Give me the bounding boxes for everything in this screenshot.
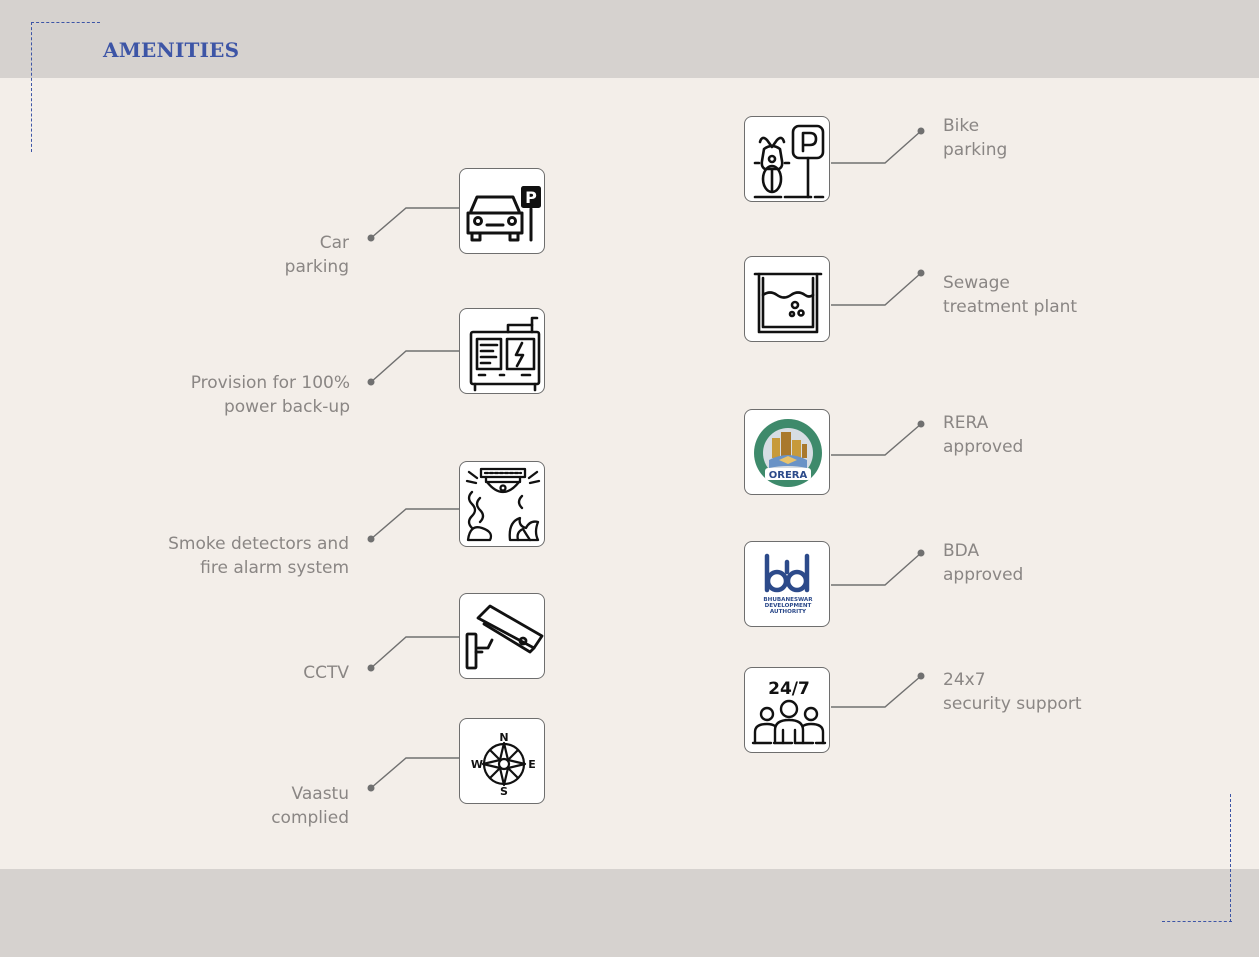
connector-dot (917, 549, 925, 557)
connector-car-parking (370, 207, 460, 239)
bda-logo-line: BHUBANESWAR (763, 597, 813, 603)
amenity-card-bike-parking (744, 116, 830, 202)
amenity-label-cctv: CCTV (303, 663, 349, 683)
amenity-card-cctv (459, 593, 545, 679)
connector-cctv (370, 636, 460, 669)
rera-logo-text: ORERA (769, 470, 808, 481)
amenity-label-smoke-detector: Smoke detectors and fire alarm system (168, 534, 349, 578)
parking-sign-letter: P (525, 188, 537, 207)
amenity-label-vaastu: Vaastu complied (271, 784, 349, 828)
corner-decoration-top (31, 22, 100, 23)
connector-dot (367, 664, 375, 672)
amenity-label-security: 24x7 security support (943, 670, 1082, 714)
connector-sewage (831, 272, 922, 306)
amenity-label-bike-parking: Bike parking (943, 116, 1008, 160)
amenity-card-smoke-detector (459, 461, 545, 547)
bike-parking-icon (753, 124, 825, 199)
amenity-label-sewage: Sewage treatment plant (943, 273, 1078, 317)
sewage-tank-icon (753, 272, 823, 334)
corner-decoration-right (1230, 794, 1231, 922)
footer-band (0, 869, 1259, 957)
compass-east: E (528, 758, 536, 771)
amenity-label-bda: BDA approved (943, 541, 1024, 585)
compass-south: S (500, 785, 508, 798)
bda-logo-line: DEVELOPMENT (765, 603, 812, 609)
corner-decoration-bottom (1162, 921, 1232, 922)
amenity-card-car-parking: P (459, 168, 545, 254)
cctv-camera-icon (465, 604, 544, 670)
connector-bike-parking (831, 130, 922, 164)
compass-icon: N E S W (471, 731, 536, 798)
connector-dot (917, 127, 925, 135)
connector-dot (917, 672, 925, 680)
rera-seal-icon: ORERA (754, 419, 822, 487)
page-title: AMENITIES (103, 38, 240, 62)
amenity-card-security: 24/7 (744, 667, 830, 753)
smoke-detector-icon (465, 467, 541, 542)
connector-dot (367, 234, 375, 242)
bda-logo-icon: BHUBANESWAR DEVELOPMENT AUTHORITY (763, 553, 813, 615)
corner-decoration-left (31, 22, 32, 152)
compass-north: N (499, 731, 508, 744)
connector-dot (917, 420, 925, 428)
connector-dot (367, 535, 375, 543)
compass-west: W (471, 758, 483, 771)
connector-rera (831, 423, 922, 456)
header-band (0, 0, 1259, 78)
connector-vaastu (370, 757, 460, 789)
connector-dot (917, 269, 925, 277)
amenity-label-car-parking: Car parking (284, 233, 349, 277)
security-team-icon: 24/7 (751, 679, 827, 745)
amenity-card-vaastu: N E S W (459, 718, 545, 804)
connector-dot (367, 784, 375, 792)
car-parking-icon: P (466, 186, 541, 242)
connector-smoke-detector (370, 508, 460, 540)
amenity-label-rera: RERA approved (943, 413, 1024, 457)
connector-dot (367, 378, 375, 386)
amenity-card-bda: BHUBANESWAR DEVELOPMENT AUTHORITY (744, 541, 830, 627)
power-generator-icon (469, 316, 541, 392)
connector-bda (831, 552, 922, 586)
amenity-card-power-backup (459, 308, 545, 394)
amenity-label-power-backup: Provision for 100% power back-up (190, 373, 350, 417)
bda-logo-line: AUTHORITY (770, 609, 807, 615)
amenity-card-sewage (744, 256, 830, 342)
connector-security (831, 675, 922, 708)
security-hours-text: 24/7 (768, 679, 810, 699)
amenity-card-rera: ORERA (744, 409, 830, 495)
connector-power-backup (370, 350, 460, 383)
